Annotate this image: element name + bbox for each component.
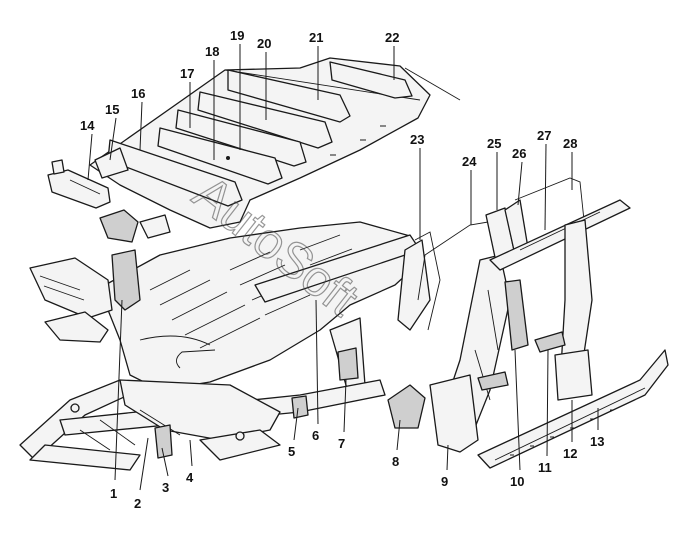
d-pillar-lower bbox=[554, 349, 593, 401]
callout-3: 3 bbox=[162, 480, 169, 495]
callout-19: 19 bbox=[230, 28, 244, 43]
visor-brackets bbox=[99, 209, 171, 243]
callout-25: 25 bbox=[487, 136, 501, 151]
roof-bow-17 bbox=[157, 127, 283, 185]
callout-26: 26 bbox=[512, 146, 526, 161]
callout-17: 17 bbox=[180, 66, 194, 81]
roof-bow-22 bbox=[329, 61, 413, 99]
sun-visor bbox=[47, 159, 111, 209]
rear-pillar-trim-23 bbox=[397, 239, 431, 331]
front-floor-left-lower bbox=[44, 311, 109, 343]
callout-20: 20 bbox=[257, 36, 271, 51]
frame-bracket-5 bbox=[291, 395, 309, 419]
callout-6: 6 bbox=[312, 428, 319, 443]
side-body-assembly bbox=[387, 177, 669, 469]
pillar-reinforcement bbox=[504, 279, 529, 351]
frame-bracket-7 bbox=[337, 347, 359, 381]
callout-14: 14 bbox=[80, 118, 95, 133]
roof-side-rail bbox=[489, 199, 631, 271]
callout-1: 1 bbox=[110, 486, 117, 501]
a-pillar-lower bbox=[429, 374, 479, 453]
callout-22: 22 bbox=[385, 30, 399, 45]
roof-bow-20 bbox=[197, 91, 333, 149]
callout-28: 28 bbox=[563, 136, 577, 151]
callout-4: 4 bbox=[186, 470, 194, 485]
leader-lines bbox=[87, 44, 599, 491]
callout-15: 15 bbox=[105, 102, 119, 117]
callout-21: 21 bbox=[309, 30, 323, 45]
door-weatherstrip bbox=[414, 231, 441, 331]
floor-assembly bbox=[29, 221, 421, 393]
lower-bracket-8 bbox=[387, 384, 426, 429]
roof-drip-rail bbox=[404, 67, 461, 101]
callout-18: 18 bbox=[205, 44, 219, 59]
callout-5: 5 bbox=[288, 444, 295, 459]
roof-bow-21 bbox=[227, 69, 351, 123]
floor-cable bbox=[176, 349, 216, 369]
callout-8: 8 bbox=[392, 454, 399, 469]
callout-27: 27 bbox=[537, 128, 551, 143]
chassis-frame bbox=[19, 347, 386, 471]
callout-7: 7 bbox=[338, 436, 345, 451]
callout-labels: 1 2 3 4 5 6 7 8 9 10 11 12 13 14 15 16 1… bbox=[80, 28, 604, 511]
callout-13: 13 bbox=[590, 434, 604, 449]
front-floor-left bbox=[29, 257, 113, 319]
callout-23: 23 bbox=[410, 132, 424, 147]
roof-bow-19 bbox=[175, 109, 307, 167]
callout-11: 11 bbox=[538, 460, 552, 475]
floor-crossmember-1 bbox=[111, 249, 141, 311]
callout-16: 16 bbox=[131, 86, 145, 101]
roof-assembly bbox=[89, 57, 461, 229]
door-opening-frame bbox=[514, 177, 586, 231]
rocker-panel bbox=[477, 349, 669, 469]
inner-panel-piece bbox=[477, 371, 509, 391]
roof-rear-header-15 bbox=[94, 147, 129, 179]
frame-rail-front bbox=[29, 444, 141, 471]
callout-9: 9 bbox=[441, 474, 448, 489]
callout-12: 12 bbox=[563, 446, 577, 461]
pillar-bracket bbox=[534, 331, 566, 353]
frame-bracket-3 bbox=[154, 424, 173, 459]
callout-10: 10 bbox=[510, 474, 524, 489]
callout-2: 2 bbox=[134, 496, 141, 511]
callout-24: 24 bbox=[462, 154, 477, 169]
